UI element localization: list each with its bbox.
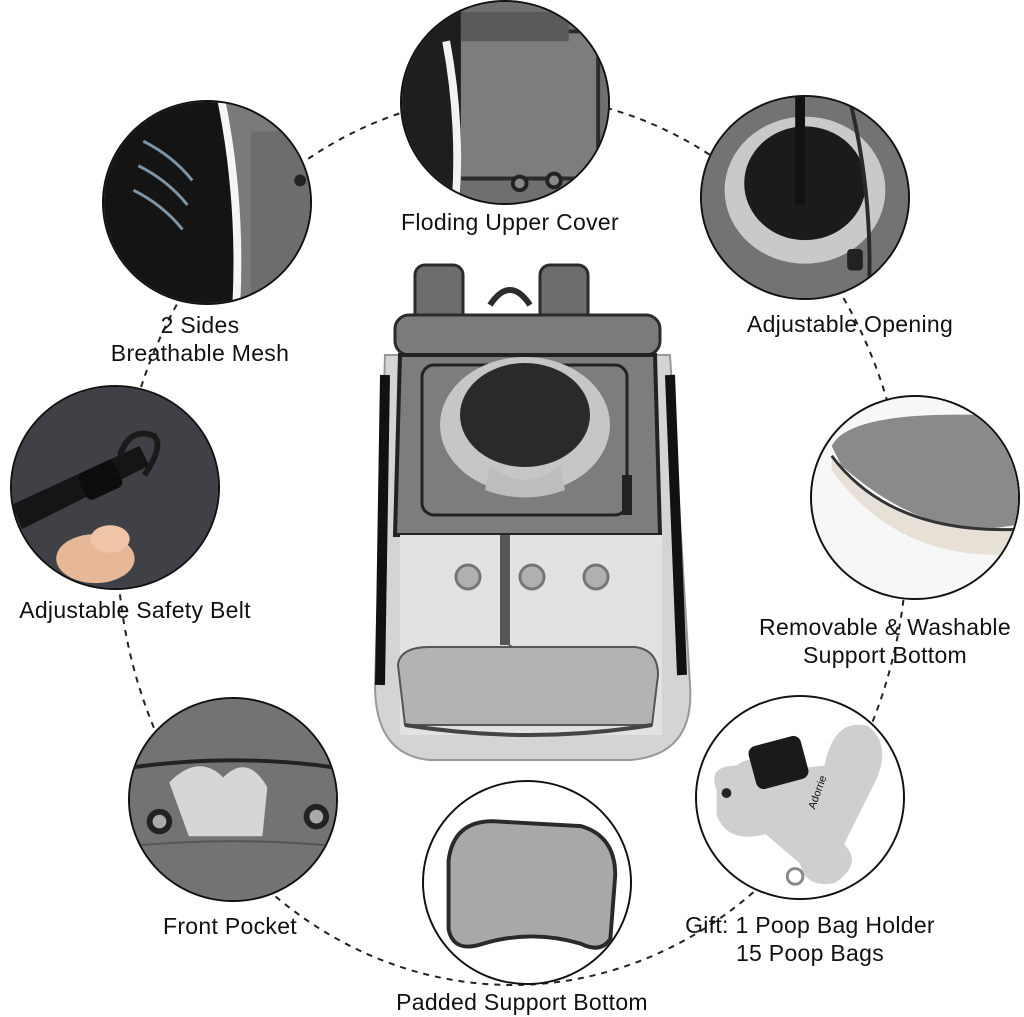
breathable-mesh-line2: Breathable Mesh — [110, 340, 290, 366]
backpack-carrier-product — [373, 263, 692, 761]
padded-bottom-caption: Padded Support Bottom — [372, 988, 672, 1016]
washable-bottom-line2: Support Bottom — [802, 642, 967, 668]
adjustable-opening-photo — [700, 95, 910, 300]
breathable-mesh-photo — [102, 100, 312, 305]
gift-line2: 15 Poop Bags — [735, 940, 885, 966]
safety-belt-photo — [10, 385, 220, 590]
gift-caption: Gift: 1 Poop Bag Holder 15 Poop Bags — [660, 911, 960, 967]
breathable-mesh-caption: 2 Sides Breathable Mesh — [70, 311, 330, 367]
padded-bottom-photo — [422, 780, 632, 985]
safety-belt-label: Adjustable Safety Belt — [19, 597, 251, 623]
gift-photo: Adorrie — [695, 695, 905, 900]
front-pocket-caption: Front Pocket — [100, 912, 360, 940]
washable-bottom-caption: Removable & Washable Support Bottom — [745, 613, 1024, 669]
padded-bottom-label: Padded Support Bottom — [396, 989, 648, 1015]
upper-cover-photo — [400, 0, 610, 205]
front-pocket-label: Front Pocket — [163, 913, 297, 939]
upper-cover-caption: Floding Upper Cover — [380, 208, 640, 236]
adjustable-opening-caption: Adjustable Opening — [715, 310, 985, 338]
adjustable-opening-label: Adjustable Opening — [746, 311, 954, 337]
washable-bottom-line1: Removable & Washable — [759, 614, 1011, 640]
upper-cover-label: Floding Upper Cover — [401, 209, 619, 235]
front-pocket-photo — [128, 697, 338, 902]
breathable-mesh-line1: 2 Sides — [160, 312, 240, 338]
gift-line1: Gift: 1 Poop Bag Holder — [685, 912, 935, 938]
washable-bottom-photo — [810, 395, 1020, 600]
safety-belt-caption: Adjustable Safety Belt — [0, 596, 270, 624]
